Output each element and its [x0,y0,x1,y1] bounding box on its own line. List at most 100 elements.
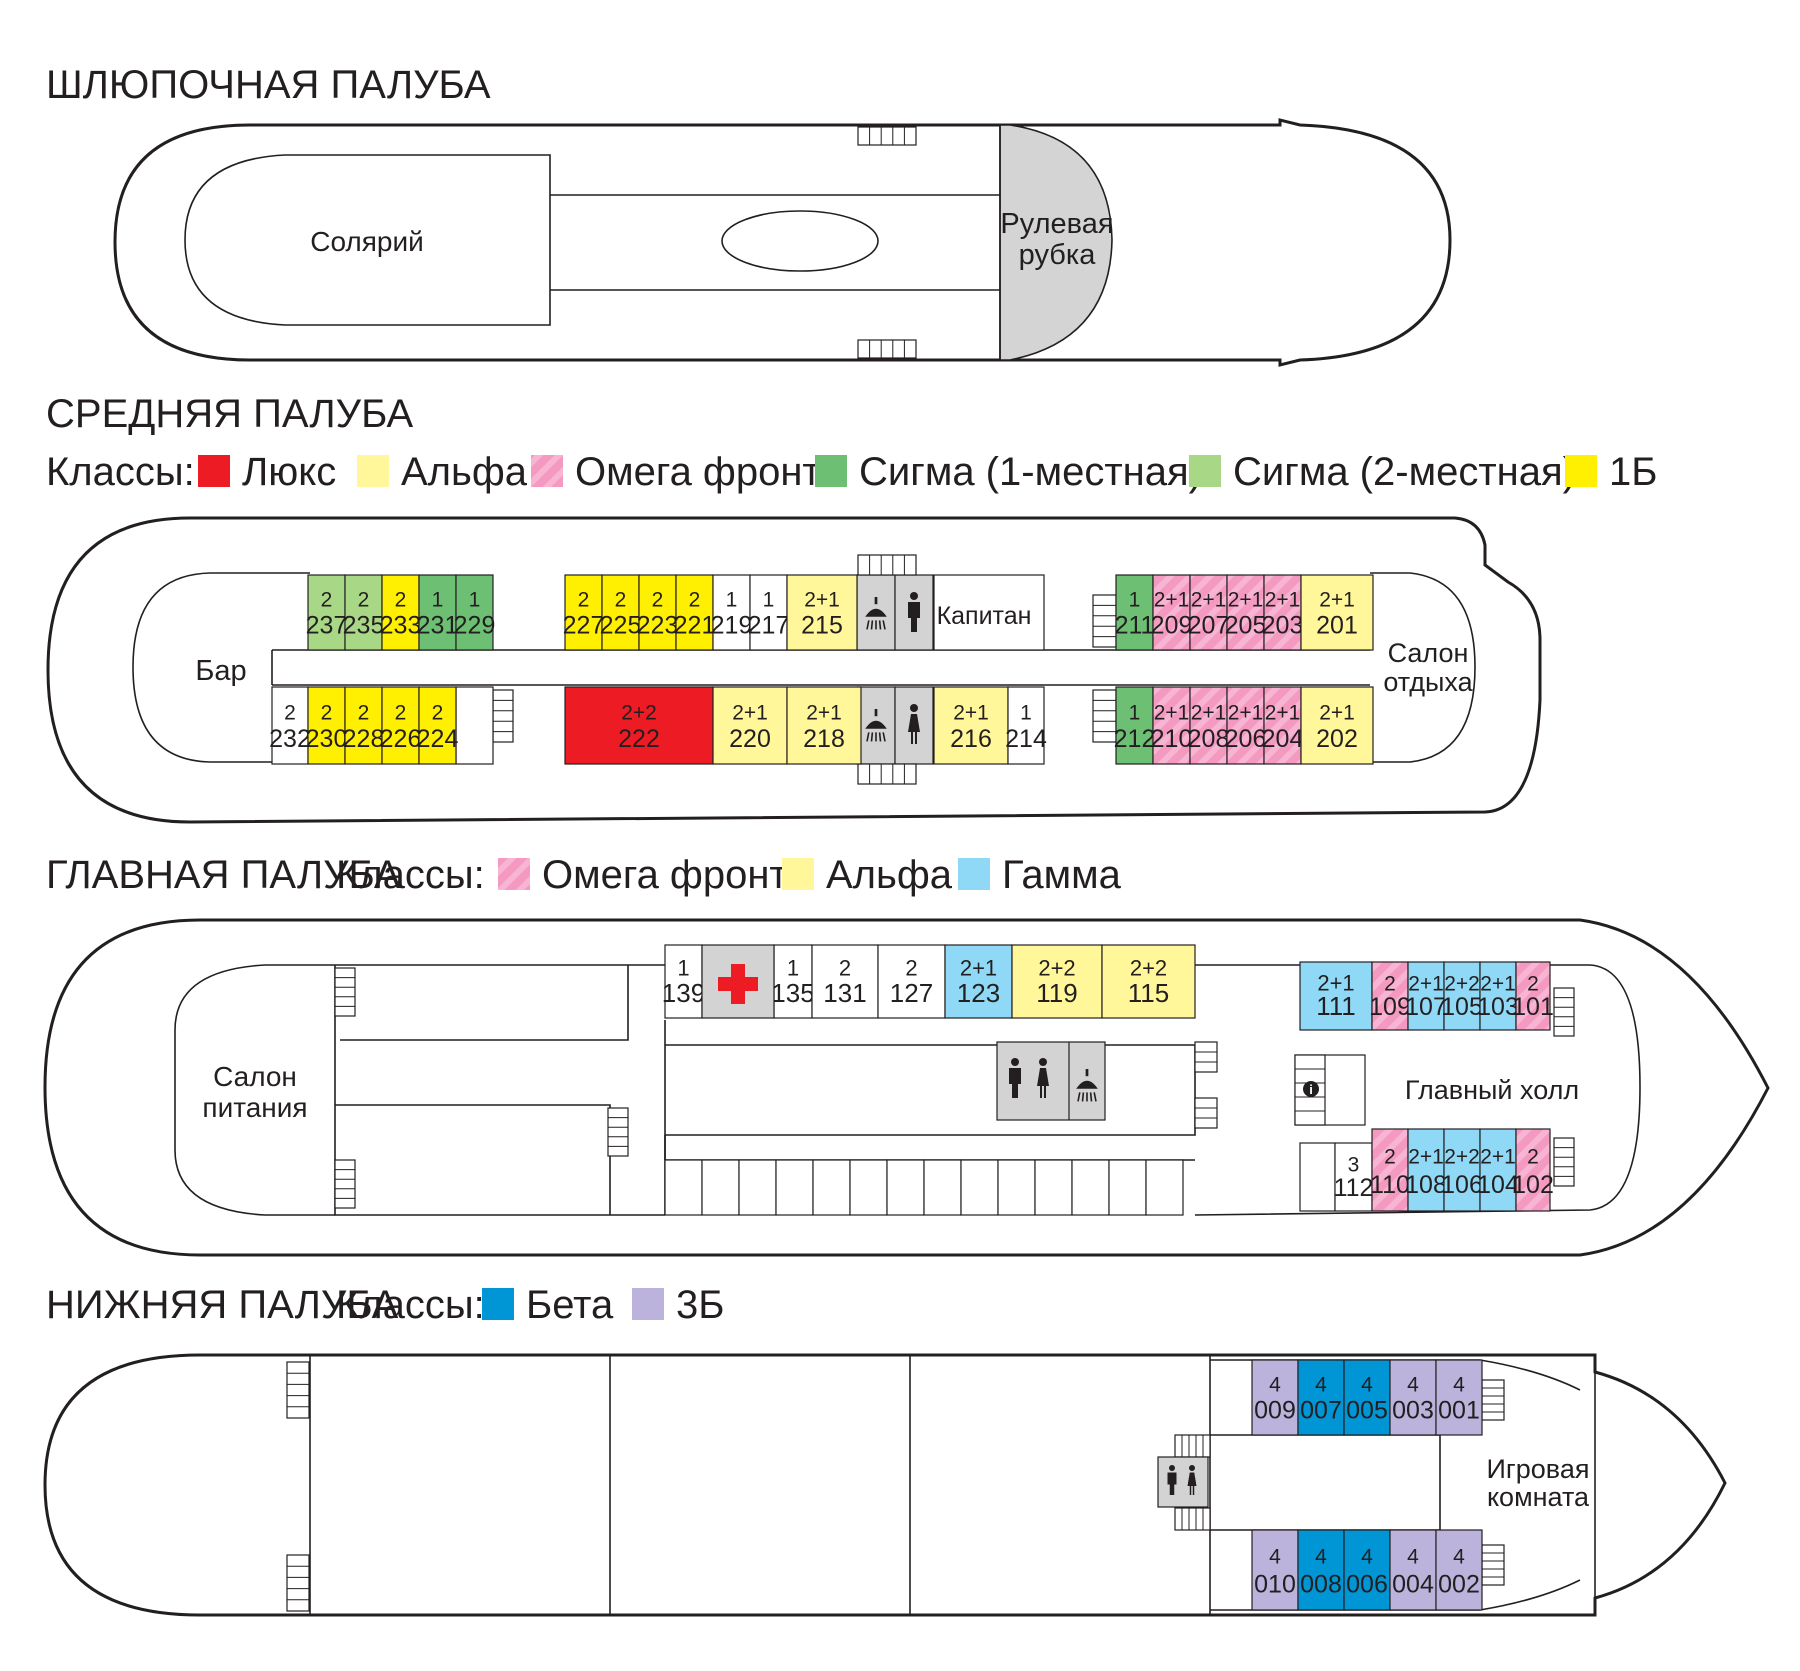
cabin-220[interactable] [712,686,788,765]
cabin-123[interactable] [944,944,1013,1019]
cabin-112[interactable] [1334,1142,1373,1212]
cabin-227[interactable] [564,574,603,651]
cabin-number: 139 [662,978,705,1008]
cabin-004[interactable] [1389,1529,1437,1611]
cabin-number: 001 [1438,1397,1480,1425]
main-deck-legend-label: Омега фронт [542,853,788,897]
cabin-number: 111 [1316,991,1356,1021]
cabin-139[interactable] [664,944,703,1019]
cabin-number: 203 [1262,612,1304,640]
cabin-201[interactable] [1300,574,1374,651]
cabin-009[interactable] [1251,1359,1299,1436]
stairs [492,689,514,743]
middle-deck-legend-label: 1Б [1609,450,1658,494]
cabin-capacity: 2+1 [1480,1145,1516,1168]
cabin-219[interactable] [712,574,751,651]
info-icon [1303,1081,1319,1097]
cabin-222[interactable] [564,686,714,765]
cabin-224[interactable] [418,686,457,765]
cabin-207[interactable] [1189,574,1228,651]
cabin-number: 229 [454,612,496,640]
cabin-115[interactable] [1101,944,1196,1019]
cabin-209[interactable] [1152,574,1191,651]
cabin-number: 009 [1254,1397,1296,1425]
cabin-205[interactable] [1226,574,1265,651]
wc-icon [910,704,918,712]
cabin-232[interactable] [271,686,309,765]
cabin-212[interactable] [1115,686,1154,765]
stairs [1092,594,1117,648]
cabin-001[interactable] [1435,1359,1483,1436]
cabin-number: 004 [1392,1570,1434,1598]
cabin-005[interactable] [1343,1359,1391,1436]
cabin-number: 010 [1254,1570,1296,1598]
cabin-capacity: 1 [1129,701,1141,724]
cabin-101[interactable] [1515,961,1551,1031]
cabin-010[interactable] [1251,1529,1299,1611]
cabin-002[interactable] [1435,1529,1483,1611]
cabin-235[interactable] [344,574,383,651]
lower-deck-legend-label: Бета [526,1283,614,1327]
cabin-number: 115 [1128,978,1169,1008]
cabin-233[interactable] [381,574,420,651]
cabin-135[interactable] [773,944,813,1019]
cabin-number: 135 [771,978,814,1008]
cabin-214[interactable] [1007,686,1045,765]
cabin-105[interactable] [1443,961,1481,1031]
cabin-225[interactable] [601,574,640,651]
storage-locker [1145,1159,1184,1216]
cabin-007[interactable] [1297,1359,1345,1436]
cabin-202[interactable] [1300,686,1374,765]
lounge-label-line2: отдыха [1383,667,1473,697]
cabin-218[interactable] [786,686,862,765]
cabin-capacity: 2+1 [1154,589,1190,612]
stairs [1553,1137,1575,1187]
cabin-217[interactable] [749,574,788,651]
cabin-104[interactable] [1479,1128,1517,1212]
cabin-206[interactable] [1226,686,1265,765]
cabin-108[interactable] [1407,1128,1445,1212]
cabin-107[interactable] [1407,961,1445,1031]
cabin-231[interactable] [418,574,457,651]
cabin-226[interactable] [381,686,420,765]
cabin-111[interactable] [1299,961,1373,1031]
cabin-210[interactable] [1152,686,1191,765]
cabin-127[interactable] [877,944,946,1019]
cabin-211[interactable] [1115,574,1154,651]
cabin-221[interactable] [675,574,714,651]
middle-deck-legend-swatch [531,455,563,487]
lounge-label-line1: Салон [1388,638,1469,668]
cabin-109[interactable] [1371,961,1409,1031]
cabin-capacity: 2 [358,589,370,612]
cabin-capacity: 2+1 [1191,701,1227,724]
cabin-119[interactable] [1011,944,1103,1019]
cabin-number: 007 [1300,1397,1342,1425]
cabin-230[interactable] [307,686,346,765]
cabin-237[interactable] [307,574,346,651]
cabin-102[interactable] [1515,1128,1551,1212]
cabin-number: 207 [1188,612,1230,640]
main-deck-legend-swatch [958,858,990,890]
stairs [1174,1507,1211,1531]
cabin-131[interactable] [811,944,879,1019]
cabin-008[interactable] [1297,1529,1345,1611]
shower-icon [865,720,887,729]
cabin-capacity: 2+1 [1228,701,1264,724]
cabin-229[interactable] [455,574,494,651]
cabin-216[interactable] [933,686,1009,765]
cabin-203[interactable] [1263,574,1302,651]
cabin-208[interactable] [1189,686,1228,765]
cabin-110[interactable] [1371,1128,1409,1212]
cabin-number: 233 [380,612,422,640]
cabin-006[interactable] [1343,1529,1391,1611]
cabin-215[interactable] [786,574,858,651]
cabin-number: 005 [1346,1397,1388,1425]
cabin-capacity: 2 [432,701,444,724]
cabin-003[interactable] [1389,1359,1437,1436]
cabin-204[interactable] [1263,686,1302,765]
cabin-capacity: 2+1 [1228,589,1264,612]
wc-icon [1189,1465,1195,1471]
middle-deck-title: СРЕДНЯЯ ПАЛУБА [46,392,413,436]
cabin-number: 211 [1115,612,1155,640]
